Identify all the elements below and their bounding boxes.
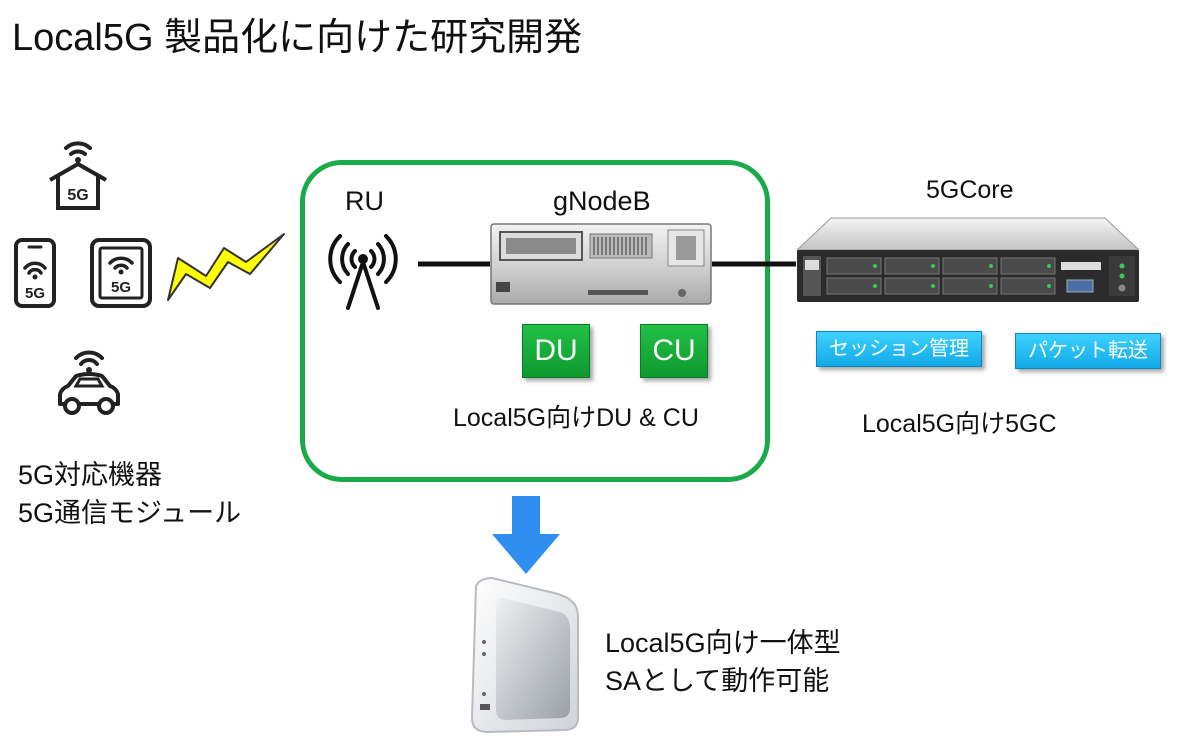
devices-caption-line1: 5G対応機器 bbox=[18, 460, 163, 490]
smartphone-5g-icon: 5G bbox=[14, 238, 56, 308]
page-title: Local5G 製品化に向けた研究開発 bbox=[12, 17, 583, 59]
gnodeb-label: gNodeB bbox=[553, 186, 651, 216]
tablet-5g-icon: 5G bbox=[90, 238, 152, 308]
integrated-sa-caption-line2: SAとして動作可能 bbox=[605, 666, 830, 696]
car-icon bbox=[58, 350, 120, 415]
antenna-icon bbox=[328, 234, 398, 310]
devices-caption: 5G対応機器 5G通信モジュール bbox=[18, 456, 241, 532]
core-server-icon bbox=[795, 217, 1141, 302]
cu-chip: CU bbox=[640, 324, 708, 378]
devices-caption-line2: 5G通信モジュール bbox=[18, 498, 242, 528]
down-arrow-icon bbox=[492, 496, 560, 574]
core-caption: Local5G向け5GC bbox=[862, 410, 1057, 438]
session-management-chip: セッション管理 bbox=[816, 331, 982, 367]
svg-text:5G: 5G bbox=[25, 285, 45, 302]
home-5g-icon: 5G bbox=[49, 141, 107, 210]
svg-text:5G: 5G bbox=[67, 187, 88, 204]
integrated-sa-device-icon bbox=[470, 576, 579, 734]
gnodeb-core-link bbox=[712, 261, 796, 267]
ru-gnodeb-link bbox=[418, 261, 490, 267]
integrated-sa-caption: Local5G向け一体型 SAとして動作可能 bbox=[605, 624, 841, 700]
packet-forwarding-chip: パケット転送 bbox=[1015, 333, 1161, 369]
gnodeb-server-icon bbox=[490, 223, 712, 305]
du-cu-caption: Local5G向けDU & CU bbox=[453, 404, 699, 432]
lightning-icon bbox=[167, 233, 285, 301]
ru-label: RU bbox=[345, 186, 384, 216]
du-cu-group-frame bbox=[300, 160, 770, 482]
core-label: 5GCore bbox=[926, 176, 1014, 204]
integrated-sa-caption-line1: Local5G向け一体型 bbox=[605, 628, 841, 658]
du-chip: DU bbox=[522, 324, 590, 378]
svg-text:5G: 5G bbox=[111, 279, 131, 296]
